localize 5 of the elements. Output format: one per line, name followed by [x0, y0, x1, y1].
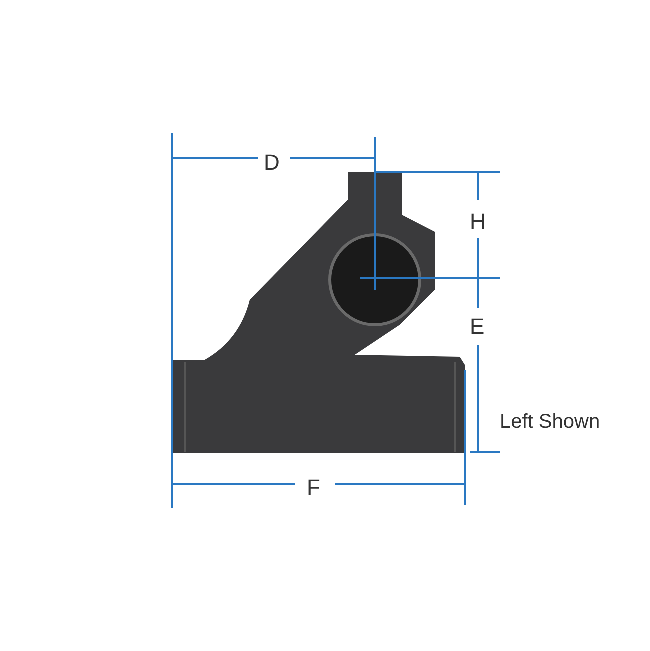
view-note: Left Shown	[500, 412, 600, 432]
dimension-label: H	[470, 211, 486, 233]
dimension-label: F	[307, 477, 320, 499]
dimension-label: E	[470, 316, 485, 338]
dimension-label: D	[264, 152, 280, 174]
